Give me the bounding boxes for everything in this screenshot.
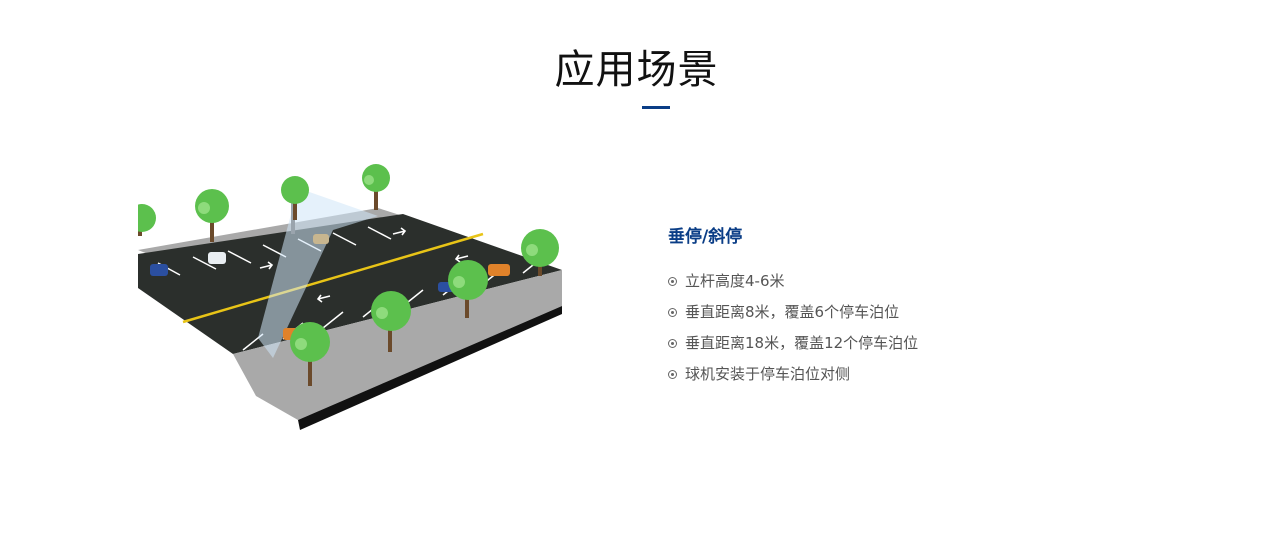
scenario-title: 垂停/斜停 bbox=[668, 227, 743, 247]
near-sidewalk bbox=[233, 270, 562, 420]
title-underline bbox=[642, 106, 670, 109]
list-item-text: 垂直距离8米，覆盖6个停车泊位 bbox=[685, 303, 900, 321]
list-item: 立杆高度4-6米 bbox=[668, 270, 918, 292]
circle-bullet-icon bbox=[668, 338, 677, 348]
sidewalk-edge bbox=[298, 306, 562, 430]
list-item: 垂直距离8米，覆盖6个停车泊位 bbox=[668, 301, 918, 323]
list-item: 球机安装于停车泊位对侧 bbox=[668, 363, 918, 385]
camera-beam bbox=[258, 188, 378, 358]
list-item-text: 垂直距离18米，覆盖12个停车泊位 bbox=[685, 334, 919, 352]
tree bbox=[521, 229, 559, 276]
tree bbox=[448, 260, 488, 318]
trees bbox=[128, 164, 559, 386]
tree bbox=[281, 176, 309, 220]
road bbox=[138, 214, 562, 354]
road-center-line bbox=[182, 232, 484, 324]
circle-bullet-icon bbox=[668, 307, 677, 317]
parking-scene-illustration bbox=[128, 158, 568, 436]
tree bbox=[195, 189, 229, 242]
circle-bullet-icon bbox=[668, 369, 677, 379]
scenario-list: 立杆高度4-6米 垂直距离8米，覆盖6个停车泊位 垂直距离18米，覆盖12个停车… bbox=[668, 270, 918, 385]
tree bbox=[371, 291, 411, 352]
tree bbox=[290, 322, 330, 386]
page-title: 应用场景 bbox=[554, 47, 719, 93]
tree bbox=[128, 204, 156, 236]
tree bbox=[362, 164, 390, 210]
cars bbox=[150, 234, 510, 340]
parking-scene-svg bbox=[128, 164, 562, 430]
lane-arrows bbox=[259, 227, 469, 303]
list-item: 垂直距离18米，覆盖12个停车泊位 bbox=[668, 332, 918, 354]
circle-bullet-icon bbox=[668, 276, 677, 286]
scenario-info: 垂停/斜停 立杆高度4-6米 垂直距离8米，覆盖6个停车泊位 垂直距离18米，覆… bbox=[668, 224, 918, 394]
list-item-text: 立杆高度4-6米 bbox=[685, 272, 785, 290]
list-item-text: 球机安装于停车泊位对侧 bbox=[685, 365, 851, 383]
